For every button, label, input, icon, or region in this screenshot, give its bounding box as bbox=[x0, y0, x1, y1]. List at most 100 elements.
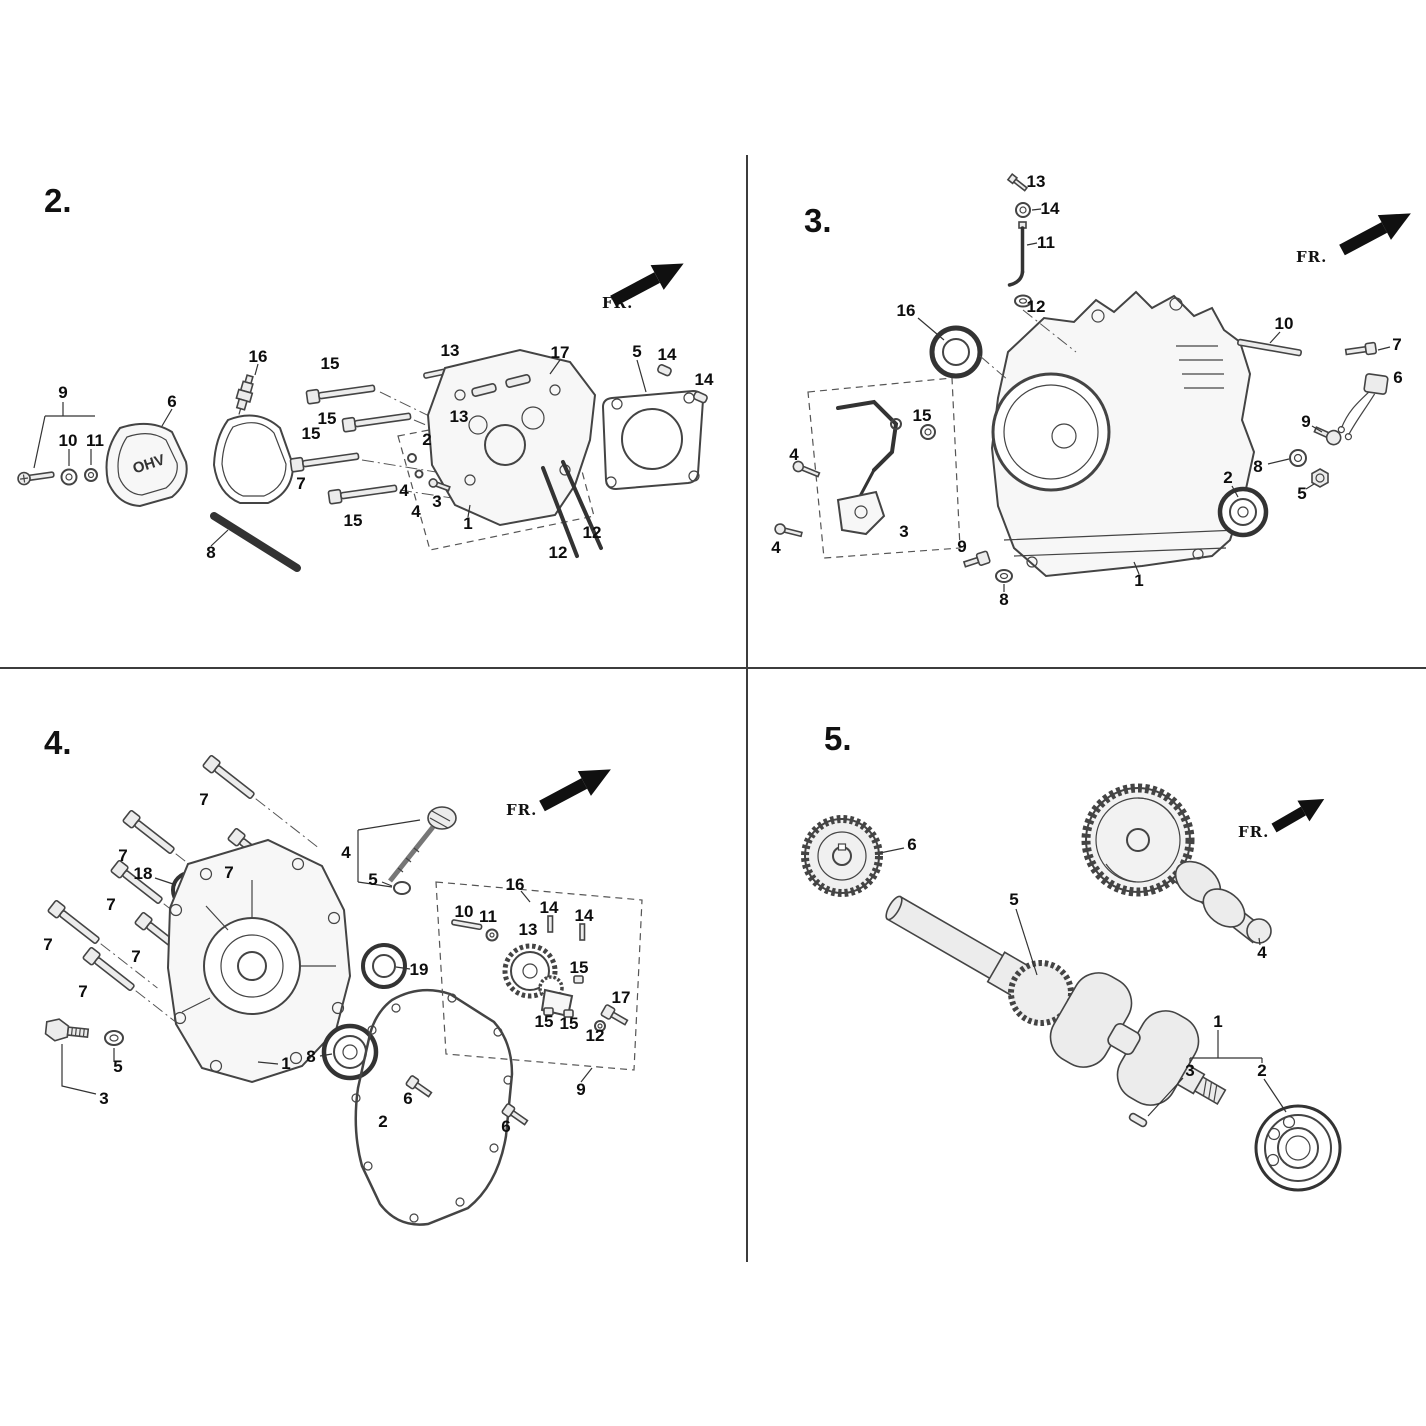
part-number-callout: 9 bbox=[957, 537, 967, 556]
part-number-callout: 15 bbox=[343, 511, 363, 530]
main-bearing-drawing bbox=[917, 317, 1009, 381]
part-number-callout: 12 bbox=[548, 543, 568, 562]
part-number-callout: 16 bbox=[248, 347, 268, 366]
part-number-callout: 8 bbox=[306, 1047, 316, 1066]
part-number-callout: 11 bbox=[86, 431, 104, 450]
part-number-callout: 7 bbox=[131, 947, 141, 966]
crankshaft-drawing bbox=[885, 895, 1227, 1106]
part-number-callout: 16 bbox=[896, 301, 916, 320]
fr-arrow-icon bbox=[1271, 799, 1325, 833]
part-number-callout: 5 bbox=[1297, 484, 1307, 503]
part-number-callout: 6 bbox=[501, 1117, 511, 1136]
part-number-callout: 12 bbox=[582, 523, 602, 542]
panel-cylinder-head: 2. FR. OHV bbox=[0, 0, 746, 668]
fr-label: FR. bbox=[1296, 248, 1327, 266]
drain-plug-drawing bbox=[44, 1018, 124, 1095]
stud-bolt-drawing bbox=[1237, 338, 1302, 357]
diode-wire-part-drawing bbox=[1337, 373, 1389, 441]
part-number-callout: 2 bbox=[1257, 1061, 1267, 1080]
part-number-callout: 5 bbox=[368, 870, 378, 889]
ball-bearing-19-drawing bbox=[361, 943, 411, 989]
part-number-callout: 6 bbox=[1393, 368, 1403, 387]
label-bracket bbox=[1147, 1030, 1287, 1117]
ball-bearing-drawing bbox=[1254, 1104, 1342, 1192]
cover-gasket-2-drawing bbox=[351, 988, 514, 1226]
part-number-callout: 3 bbox=[899, 522, 909, 541]
part-number-callout: 3 bbox=[1185, 1061, 1195, 1080]
governor-arm-assembly-drawing bbox=[774, 377, 961, 559]
part-number-callout: 8 bbox=[999, 590, 1009, 609]
flange-bolts-drawing bbox=[289, 384, 477, 505]
part-number-callout: 4 bbox=[771, 538, 781, 557]
push-rods-drawing bbox=[541, 460, 603, 558]
part-number-callout: 3 bbox=[432, 492, 442, 511]
part-number-callout: 7 bbox=[78, 982, 88, 1001]
part-number-callout: 13 bbox=[449, 407, 469, 426]
part-number-callout: 9 bbox=[576, 1080, 586, 1099]
part-number-callout: 11 bbox=[479, 907, 497, 926]
part-number-callout: 17 bbox=[550, 343, 570, 362]
camshaft-drawing bbox=[1081, 783, 1272, 946]
cylinder-head-diagram: FR. OHV bbox=[17, 263, 708, 572]
panel-crankshaft-camshaft: 5. FR. bbox=[746, 668, 1426, 1426]
part-number-callout: 14 bbox=[539, 898, 559, 917]
section-number: 4. bbox=[44, 724, 72, 761]
part-number-callout: 4 bbox=[789, 445, 799, 464]
part-number-callout: 2 bbox=[1223, 468, 1233, 487]
part-number-callout: 4 bbox=[411, 502, 421, 521]
part-number-callout: 12 bbox=[1026, 297, 1046, 316]
part-number-callout: 12 bbox=[585, 1026, 605, 1045]
oil-dipstick-drawing bbox=[357, 806, 457, 895]
part-number-callout: 8 bbox=[1253, 457, 1263, 476]
part-number-callout: 3 bbox=[99, 1089, 109, 1108]
part-number-callout: 6 bbox=[907, 835, 917, 854]
part-number-callout: 10 bbox=[454, 902, 474, 921]
rocker-shaft-drawing bbox=[210, 512, 301, 572]
part-number-callout: 1 bbox=[281, 1054, 291, 1073]
part-number-callout: 16 bbox=[505, 875, 525, 894]
bolt-drawing bbox=[1344, 341, 1378, 356]
part-number-callout: 15 bbox=[559, 1014, 579, 1033]
part-number-callout: 7 bbox=[43, 935, 53, 954]
fr-arrow-icon bbox=[610, 263, 684, 307]
timing-gear-drawing bbox=[801, 815, 905, 897]
part-number-callout: 1 bbox=[463, 514, 473, 533]
part-number-callout: 7 bbox=[106, 895, 116, 914]
part-number-callout: 15 bbox=[301, 424, 321, 443]
spark-plug-drawing bbox=[235, 374, 254, 415]
divider-horizontal bbox=[0, 667, 1426, 669]
part-number-callout: 4 bbox=[1257, 943, 1267, 962]
part-number-callout: 15 bbox=[569, 958, 589, 977]
part-number-callout: 2 bbox=[378, 1112, 388, 1131]
cover-gasket-drawing bbox=[212, 414, 295, 504]
part-number-callout: 4 bbox=[399, 481, 409, 500]
part-number-callout: 13 bbox=[518, 920, 538, 939]
part-number-callout: 15 bbox=[317, 409, 337, 428]
part-number-callout: 8 bbox=[206, 543, 216, 562]
part-number-callout: 5 bbox=[632, 342, 642, 361]
part-number-callout: 7 bbox=[199, 790, 209, 809]
part-number-callout: 9 bbox=[58, 383, 68, 402]
part-number-callout: 14 bbox=[657, 345, 677, 364]
part-number-callout: 18 bbox=[133, 864, 153, 883]
crankcase-cover-diagram: FR. bbox=[44, 755, 643, 1226]
part-number-callout: 14 bbox=[694, 370, 714, 389]
section-number: 5. bbox=[824, 720, 852, 757]
divider-vertical bbox=[746, 155, 748, 1262]
fr-arrow-icon bbox=[1339, 213, 1411, 256]
crankcase-diagram: FR. bbox=[774, 173, 1411, 592]
part-number-callout: 9 bbox=[1301, 412, 1311, 431]
governor-gear-assembly-drawing bbox=[435, 881, 643, 1083]
fr-arrow-icon bbox=[539, 769, 611, 812]
cover-bolts-drawing bbox=[47, 755, 322, 1024]
bottom-hardware-drawing bbox=[962, 550, 1013, 592]
head-gasket-drawing bbox=[601, 359, 708, 491]
panel-crankcase: 3. FR. bbox=[746, 0, 1426, 668]
panel-crankcase-cover: 4. FR. bbox=[0, 668, 746, 1426]
part-number-callout: 1 bbox=[1134, 571, 1144, 590]
part-number-callout: 15 bbox=[320, 354, 340, 373]
part-number-callout: 10 bbox=[58, 431, 78, 450]
